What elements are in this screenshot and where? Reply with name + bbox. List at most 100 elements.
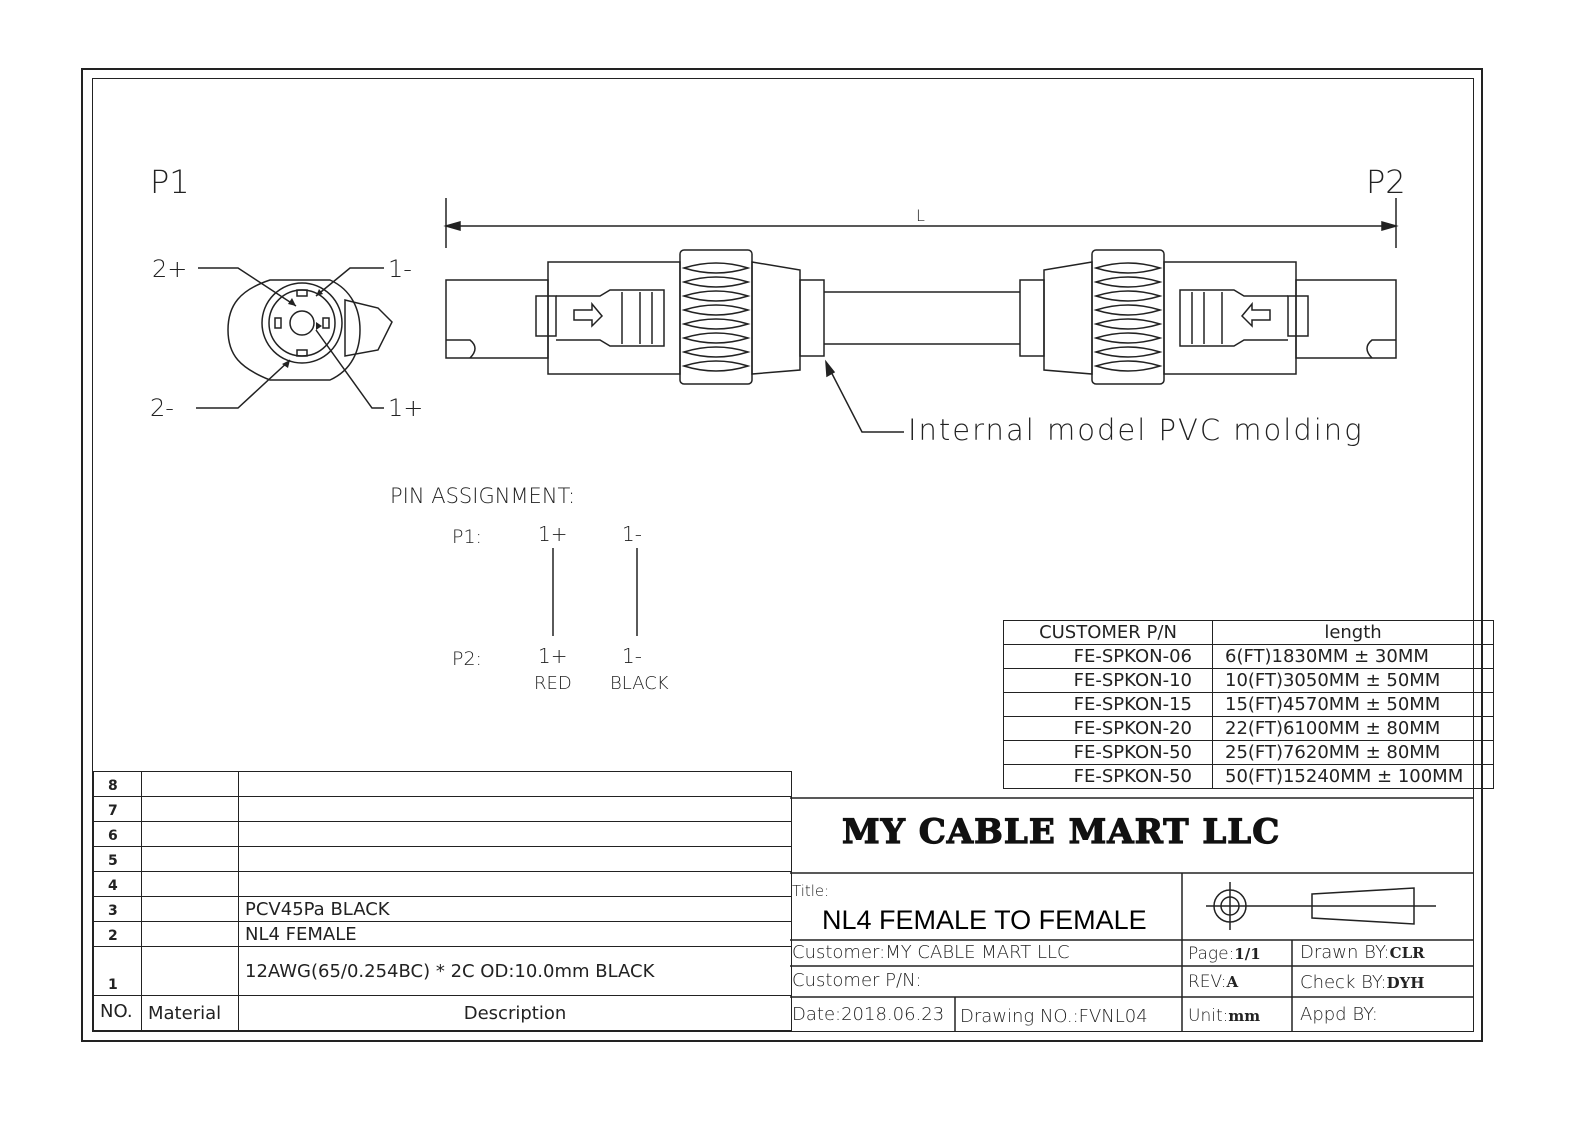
appd-by-label: Appd BY:	[1300, 1004, 1378, 1025]
bom-material	[141, 796, 239, 822]
unit-value: mm	[1228, 1007, 1261, 1025]
company-logo: MY CABLE MART LLC	[841, 811, 1281, 852]
p1-grip-rings	[681, 262, 751, 372]
pin-assignment-p1: P1:	[452, 526, 482, 548]
date-field: Date:2018.06.23	[792, 1006, 944, 1024]
part-length: 50(FT)15240MM ± 100MM	[1212, 764, 1494, 789]
pin-assignment-p2: P2:	[452, 648, 482, 670]
bom-header-row: NO. Material Description	[93, 995, 792, 1031]
check-by-value: DYH	[1386, 974, 1425, 992]
drawn-by-value: CLR	[1389, 944, 1425, 962]
bom-material	[141, 921, 239, 947]
table-row: 8	[93, 771, 792, 797]
part-number: FE-SPKON-50	[1003, 740, 1213, 765]
bom-no: 3	[93, 896, 142, 922]
table-row: 6	[93, 821, 792, 847]
table-row: 2 NL4 FEMALE	[93, 921, 792, 947]
drawing-no-value: FVNL04	[1078, 1006, 1148, 1027]
drawing-title: NL4 FEMALE TO FEMALE	[822, 905, 1147, 935]
page-label: Page:	[1188, 944, 1235, 964]
part-length: 15(FT)4570MM ± 50MM	[1212, 692, 1494, 717]
table-row: FE-SPKON-50 25(FT)7620MM ± 80MM	[1003, 740, 1494, 765]
bom-material	[141, 771, 239, 797]
customer-value: MY CABLE MART LLC	[885, 942, 1070, 963]
table-row: FE-SPKON-50 50(FT)15240MM ± 100MM	[1003, 764, 1494, 789]
table-row: 3 PCV45Pa BLACK	[93, 896, 792, 922]
bom-description: NL4 FEMALE	[238, 921, 792, 947]
bom-table: 8 7 6 5 4 3 PCV45Pa BLACK 2 NL4 FEMALE 1…	[93, 771, 792, 1031]
p1-face-view	[196, 267, 393, 409]
bom-header-description: Description	[238, 995, 792, 1031]
p2-connector-side	[1019, 249, 1397, 385]
molding-note: Internal model PVC molding	[908, 413, 1364, 447]
unit-label: Unit:	[1188, 1006, 1229, 1026]
customer-field: Customer:MY CABLE MART LLC	[792, 944, 1070, 962]
header-customer-pn: CUSTOMER P/N	[1003, 620, 1213, 645]
drawn-by-field: Drawn BY:CLR	[1300, 944, 1425, 962]
part-number: FE-SPKON-06	[1003, 644, 1213, 669]
bom-header-material: Material	[141, 995, 239, 1031]
bom-material	[141, 896, 239, 922]
title-label: Title:	[792, 882, 830, 900]
customer-label: Customer:	[792, 942, 886, 963]
pin-label-2plus: 2+	[152, 255, 188, 283]
page-value: 1/1	[1234, 945, 1261, 963]
check-by-field: Check BY:DYH	[1300, 974, 1424, 992]
drawing-no-label: Drawing NO.:	[960, 1006, 1079, 1027]
p2-grip-rings	[1093, 262, 1163, 372]
pin-color-red: RED	[534, 673, 572, 694]
part-number: FE-SPKON-50	[1003, 764, 1213, 789]
table-row: FE-SPKON-06 6(FT)1830MM ± 30MM	[1003, 644, 1494, 669]
rev-field: REV:A	[1188, 974, 1238, 991]
bom-no: 5	[93, 846, 142, 872]
unit-field: Unit:mm	[1188, 1008, 1260, 1025]
bom-header-no: NO.	[93, 995, 142, 1031]
pin-assignment-heading: PIN ASSIGNMENT:	[390, 484, 576, 508]
bom-no: 2	[93, 921, 142, 947]
pin-label-2minus: 2-	[150, 394, 174, 422]
bom-material	[141, 846, 239, 872]
table-row: FE-SPKON-20 22(FT)6100MM ± 80MM	[1003, 716, 1494, 741]
date-value: 2018.06.23	[841, 1004, 945, 1025]
appd-by-field: Appd BY:	[1300, 1006, 1378, 1024]
customer-pn-field: Customer P/N:	[792, 972, 922, 990]
bom-material	[141, 821, 239, 847]
table-row: 5	[93, 846, 792, 872]
bom-description	[238, 821, 792, 847]
part-number: FE-SPKON-20	[1003, 716, 1213, 741]
part-length-table: CUSTOMER P/N length FE-SPKON-06 6(FT)183…	[1003, 620, 1494, 789]
part-length: 22(FT)6100MM ± 80MM	[1212, 716, 1494, 741]
bom-no: 1	[93, 946, 142, 996]
length-dimension-label: L	[916, 206, 925, 225]
projection-symbol-icon	[1206, 882, 1436, 930]
check-by-label: Check BY:	[1300, 972, 1387, 993]
page-field: Page:1/1	[1188, 946, 1261, 963]
part-length: 10(FT)3050MM ± 50MM	[1212, 668, 1494, 693]
pin-color-black: BLACK	[610, 673, 669, 694]
table-row: FE-SPKON-15 15(FT)4570MM ± 50MM	[1003, 692, 1494, 717]
drawing-border-inner	[92, 78, 1474, 1032]
p1-connector-side	[445, 249, 825, 385]
part-number: FE-SPKON-10	[1003, 668, 1213, 693]
pin-assignment-p1-pin2: 1-	[622, 522, 642, 546]
part-number: FE-SPKON-15	[1003, 692, 1213, 717]
bom-description: 12AWG(65/0.254BC) * 2C OD:10.0mm BLACK	[238, 946, 792, 996]
pin-assignment-p2-pin1: 1+	[538, 644, 568, 668]
p1-label: P1	[150, 163, 190, 201]
header-length: length	[1212, 620, 1494, 645]
table-row: 4	[93, 871, 792, 897]
pin-assignment-p1-pin1: 1+	[538, 522, 568, 546]
bom-material	[141, 871, 239, 897]
part-length: 6(FT)1830MM ± 30MM	[1212, 644, 1494, 669]
bom-description	[238, 871, 792, 897]
bom-no: 6	[93, 821, 142, 847]
customer-pn-label: Customer P/N:	[792, 970, 922, 991]
date-label: Date:	[792, 1004, 842, 1025]
part-table-header: CUSTOMER P/N length	[1003, 620, 1494, 645]
bom-description	[238, 796, 792, 822]
part-length: 25(FT)7620MM ± 80MM	[1212, 740, 1494, 765]
table-row: FE-SPKON-10 10(FT)3050MM ± 50MM	[1003, 668, 1494, 693]
drawing-no-field: Drawing NO.:FVNL04	[960, 1008, 1148, 1026]
table-row: 7	[93, 796, 792, 822]
